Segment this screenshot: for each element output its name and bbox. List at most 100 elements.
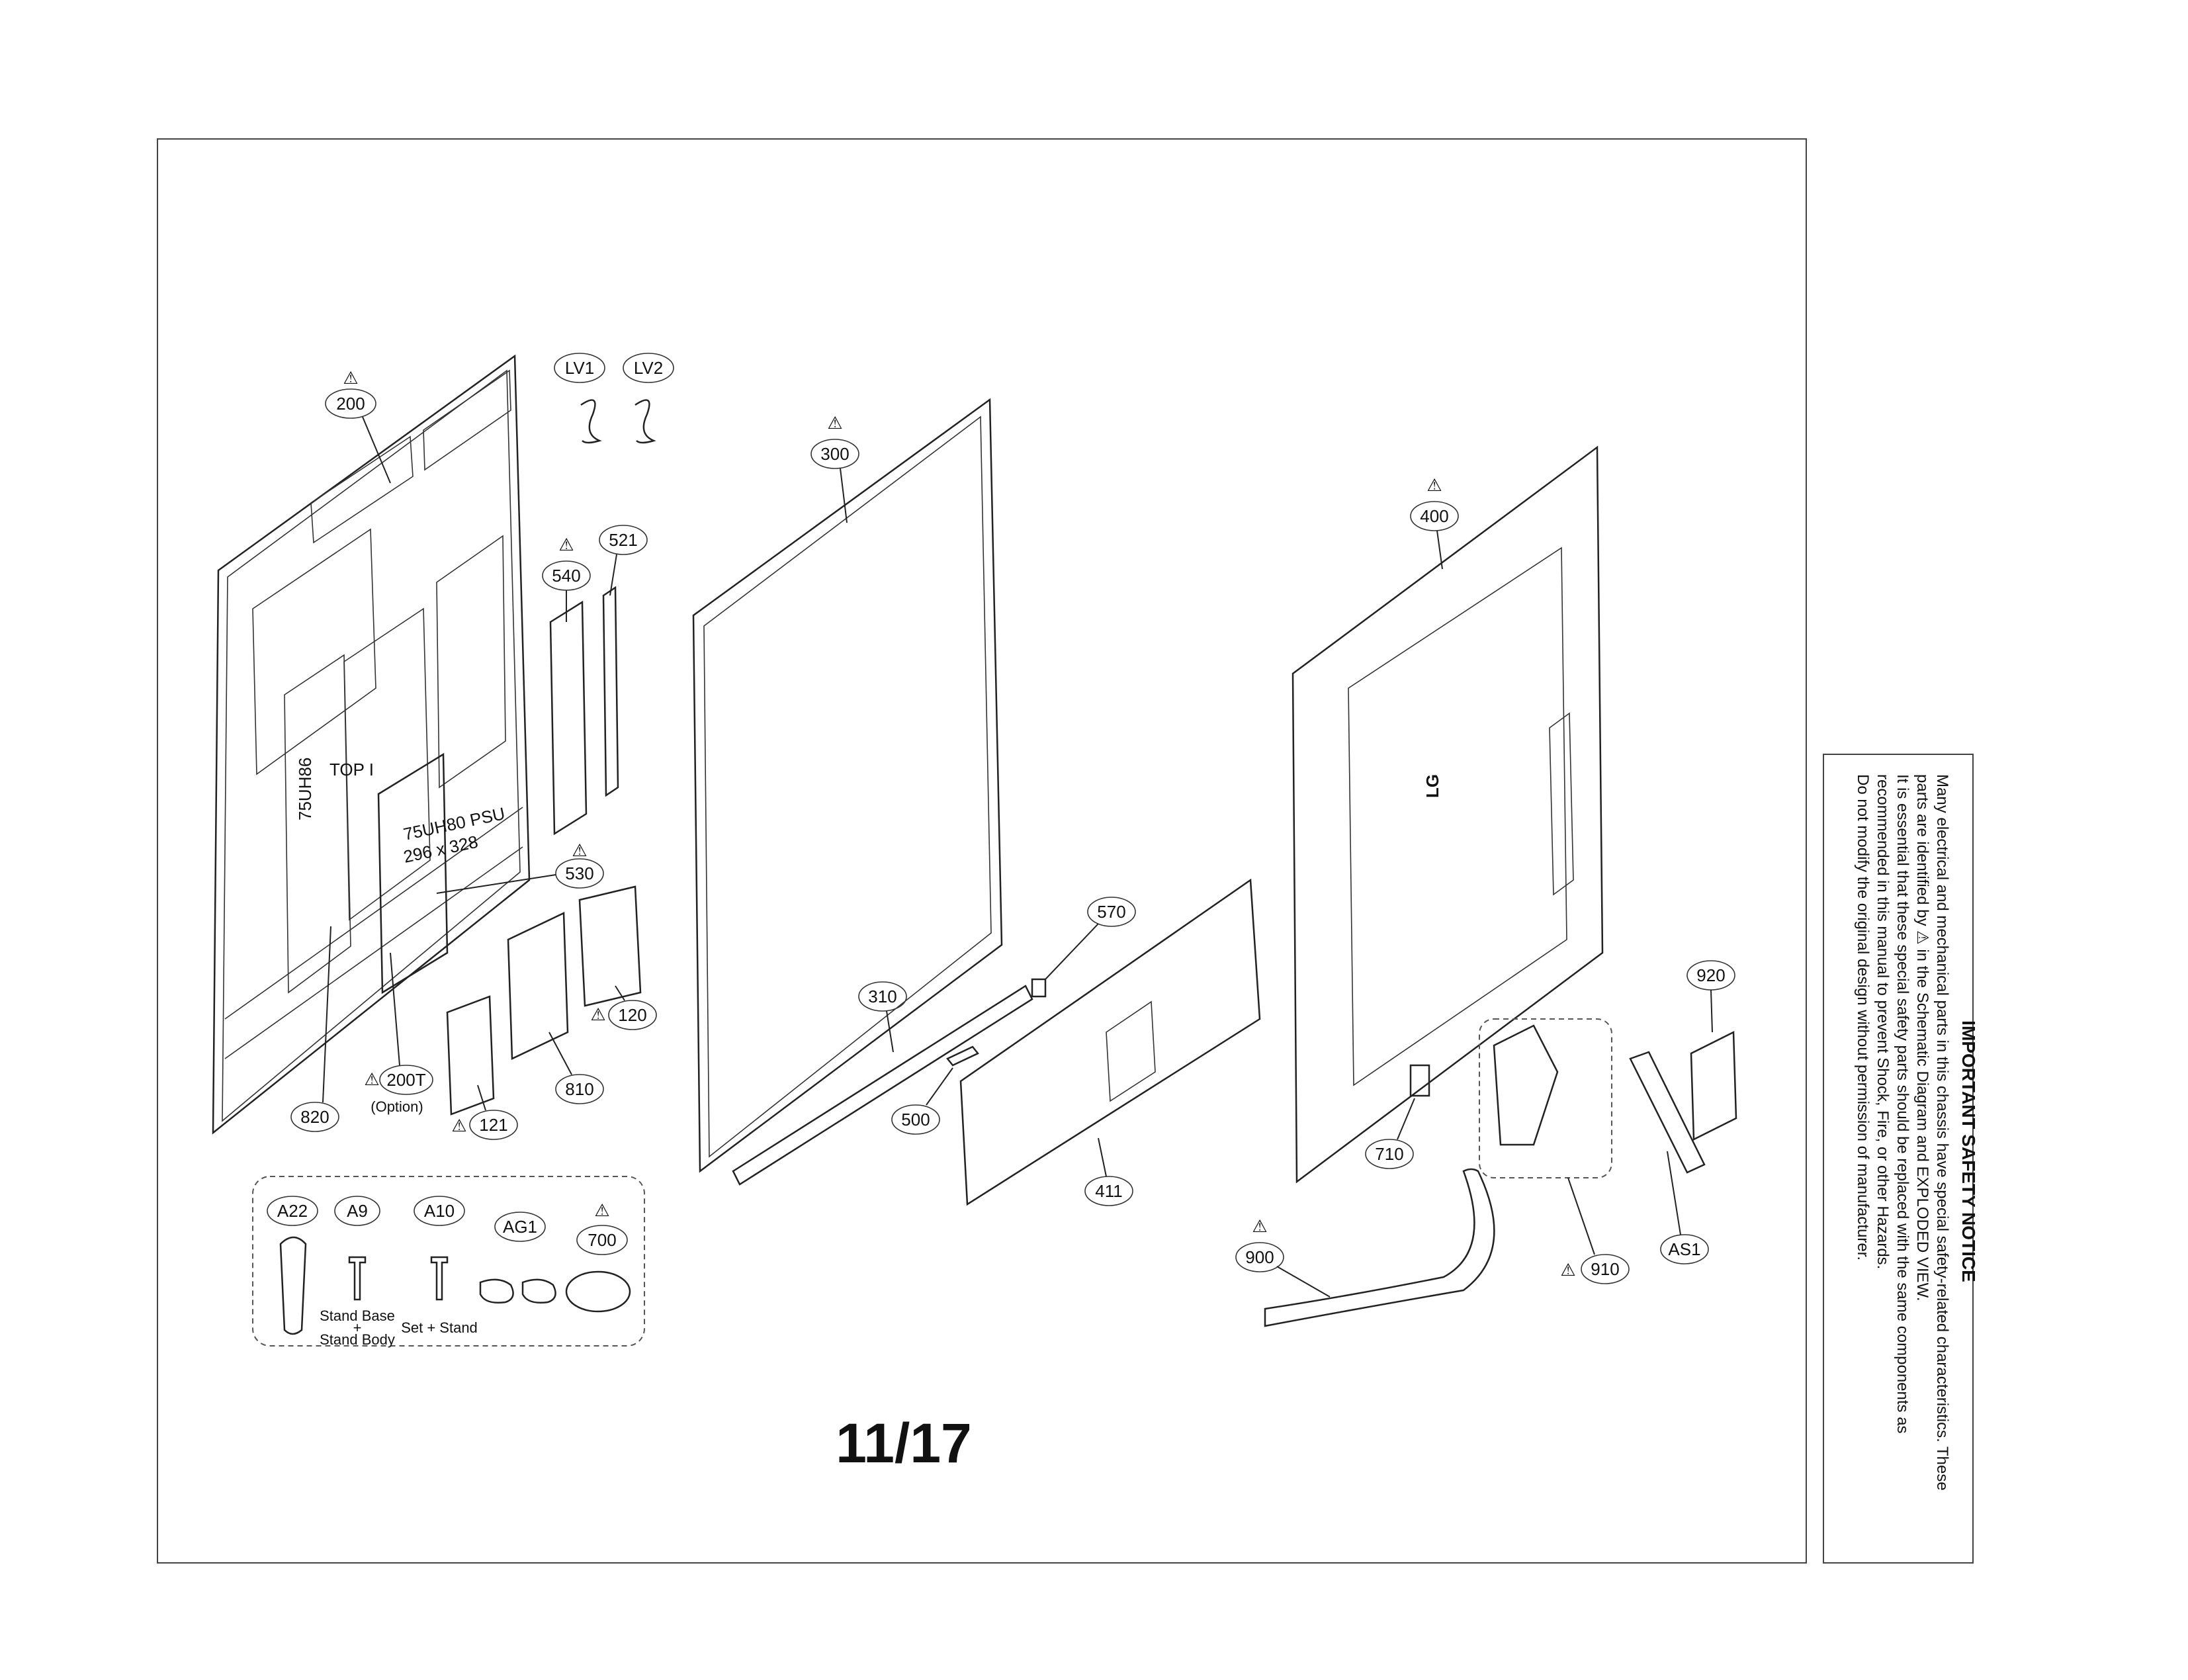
callout-411: 411: [1084, 1137, 1133, 1206]
set-stand-note: Set + Stand: [401, 1319, 478, 1336]
callout-label: AG1: [503, 1217, 537, 1237]
callout-as1: AS1: [1660, 1151, 1709, 1264]
part-120-speaker: [578, 885, 642, 1007]
option-note: (Option): [371, 1098, 423, 1115]
callout-label: 920: [1696, 965, 1725, 985]
part-121-speaker: [446, 995, 495, 1116]
callout-label: 411: [1095, 1181, 1122, 1201]
callout-400: ⚠ 400: [1410, 475, 1459, 570]
callout-label: 820: [300, 1107, 329, 1127]
plus-note: +: [353, 1319, 362, 1336]
callout-label: A10: [424, 1201, 455, 1221]
accessories-box: [252, 1176, 645, 1347]
callout-label: AS1: [1668, 1239, 1700, 1259]
svg-text:⚠: ⚠: [572, 840, 587, 860]
callout-label: 710: [1375, 1144, 1403, 1164]
callout-lv2: LV2: [623, 353, 674, 383]
callout-710: 710: [1365, 1098, 1415, 1169]
callout-121: ⚠ 121: [451, 1084, 518, 1140]
safety-line-1: Many electrical and mechanical parts in …: [1933, 774, 1951, 1491]
callout-lv1: LV1: [554, 353, 605, 383]
svg-text:⚠: ⚠: [558, 535, 574, 554]
board-top-label: TOP I: [329, 760, 374, 779]
stand-base-note: Stand Base: [320, 1307, 395, 1324]
svg-text:⚠: ⚠: [590, 1004, 605, 1024]
callout-label: 200: [336, 394, 365, 414]
lg-logo: LG: [1422, 774, 1442, 798]
callout-label: 200T: [386, 1070, 425, 1090]
part-lv2-cable: [635, 399, 656, 444]
part-710: [1409, 1064, 1430, 1097]
svg-text:⚠: ⚠: [1252, 1216, 1267, 1236]
callout-300: ⚠ 300: [810, 413, 859, 523]
callout-700: ⚠ 700: [576, 1200, 628, 1255]
safety-line-4: recommended in this manual to prevent Sh…: [1874, 774, 1892, 1269]
callout-label: 570: [1097, 902, 1125, 922]
callout-label: 500: [901, 1110, 930, 1129]
part-521-connector-board: [602, 586, 619, 797]
callout-530: ⚠ 530: [436, 840, 604, 894]
safety-line-5: Do not modify the original design withou…: [1854, 774, 1872, 1260]
part-500-ir-board: [946, 1045, 979, 1067]
callout-label: LV1: [565, 358, 594, 378]
part-300-front-frame: [692, 398, 1003, 1173]
svg-text:⚠: ⚠: [343, 368, 358, 388]
callout-label: 810: [565, 1079, 593, 1099]
callout-920: 920: [1686, 960, 1735, 1033]
part-lv1-cable: [580, 399, 602, 444]
part-310-bottom-rail: [732, 985, 1033, 1186]
callout-900: ⚠ 900: [1235, 1216, 1331, 1298]
part-411-lower-cover: [959, 878, 1261, 1206]
callout-label: 120: [618, 1005, 646, 1025]
svg-text:⚠: ⚠: [1560, 1260, 1575, 1280]
safety-notice-frame: [1823, 754, 1974, 1564]
callout-500: 500: [891, 1067, 953, 1135]
callout-label: LV2: [634, 358, 663, 378]
callout-label: 900: [1245, 1247, 1274, 1267]
callout-810: 810: [548, 1032, 604, 1104]
part-910-stand-body: [1493, 1024, 1559, 1146]
callout-540: ⚠ 540: [542, 535, 591, 622]
callout-310: 310: [858, 981, 907, 1053]
callout-label: 121: [479, 1115, 507, 1135]
page-number: 11/17: [836, 1412, 972, 1474]
callout-820: 820: [290, 926, 339, 1132]
safety-notice: IMPORTANT SAFETY NOTICE Many electrical …: [1854, 774, 1979, 1491]
board-label: 75UH86: [295, 758, 315, 820]
callout-120: ⚠ 120: [590, 985, 657, 1030]
callout-label: 910: [1591, 1259, 1619, 1279]
part-700-cable: [565, 1270, 631, 1313]
callout-label: A22: [277, 1201, 308, 1221]
part-910-box: [1479, 1018, 1612, 1178]
callout-ag1: AG1: [494, 1212, 546, 1242]
svg-text:⚠: ⚠: [594, 1200, 609, 1220]
safety-line-3: It is essential that these special safet…: [1894, 774, 1911, 1434]
callout-label: 540: [552, 566, 580, 586]
callout-label: 530: [565, 863, 593, 883]
part-400-back-cover: LG: [1291, 445, 1604, 1184]
safety-line-2: parts are identified by ⚠ in the Schemat…: [1913, 774, 1931, 1302]
callout-a10: A10: [414, 1196, 465, 1226]
callout-label: 310: [868, 987, 897, 1006]
diagram-frame: [157, 138, 1807, 1564]
svg-text:⚠: ⚠: [451, 1116, 466, 1135]
part-a9-screw: [348, 1256, 367, 1301]
svg-text:⚠: ⚠: [364, 1069, 379, 1089]
callout-570: 570: [1045, 897, 1136, 980]
part-810-bracket: [507, 912, 569, 1060]
part-570-clip: [1031, 978, 1047, 998]
part-920-cover: [1690, 1031, 1737, 1141]
callout-label: 700: [588, 1230, 616, 1250]
callout-910: ⚠ 910: [1560, 1177, 1630, 1284]
part-820-psu-board: 75UH80 PSU 296 x 328: [377, 752, 507, 995]
stand-body-note: Stand Body: [320, 1331, 395, 1348]
callout-label: 521: [609, 530, 637, 550]
safety-title: IMPORTANT SAFETY NOTICE: [1958, 1020, 1979, 1282]
part-ag1-glasses: [479, 1278, 556, 1304]
callout-a9: A9: [334, 1196, 380, 1226]
part-a10-screw: [430, 1256, 449, 1301]
part-540-main-board: [549, 600, 588, 836]
part-200-rear-chassis: 75UH86 TOP I: [212, 354, 531, 1135]
svg-text:⚠: ⚠: [1426, 475, 1442, 495]
callout-a22: A22: [267, 1196, 318, 1226]
